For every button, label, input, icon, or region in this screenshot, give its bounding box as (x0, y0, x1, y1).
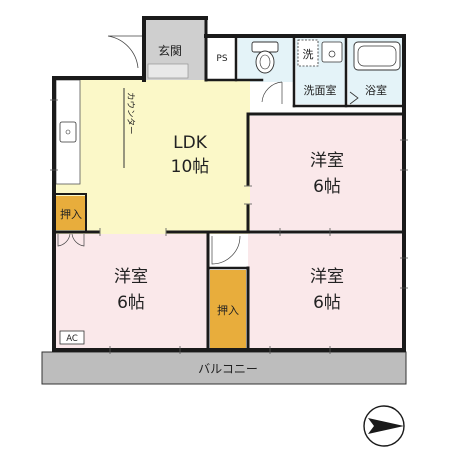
north-arrow-icon (363, 405, 405, 447)
sink-icon (321, 41, 343, 63)
ac-unit (59, 330, 85, 345)
closet-left (56, 196, 86, 230)
bath-door-icon (349, 91, 359, 105)
entrance-step (147, 63, 189, 79)
western-left-name: 洋室 (114, 267, 148, 287)
bathtub-icon (353, 41, 401, 71)
ldk-area (56, 80, 250, 234)
western-right-name: 洋室 (310, 267, 344, 287)
balcony-label: バルコニー (198, 362, 258, 376)
ldk-size: 10帖 (171, 157, 210, 177)
door-ticks (50, 99, 408, 354)
entrance-label: 玄関 (158, 43, 182, 58)
washer-pan (297, 39, 319, 67)
washer-label: 洗 (303, 48, 314, 61)
western-top-name: 洋室 (310, 151, 344, 171)
toilet-icon (251, 41, 279, 74)
western-room-right (248, 234, 404, 348)
balcony-area (41, 351, 407, 385)
toilet-door-swing-icon (261, 81, 283, 104)
closet-center (210, 270, 246, 348)
ac-label: AC (66, 334, 78, 344)
washroom-label: 洗面室 (304, 83, 337, 97)
closet-left-label: 押入 (60, 207, 82, 221)
ldk-name: LDK (173, 133, 208, 153)
western-room-left (56, 234, 208, 348)
western-top-size: 6帖 (313, 177, 341, 197)
western-left-size: 6帖 (117, 293, 145, 313)
entrance-door-swing-icon (107, 35, 144, 69)
ps-area (208, 36, 236, 76)
western-right-size: 6帖 (313, 293, 341, 313)
kitchen-sink-icon (59, 121, 77, 143)
closet-door-swing-icon (57, 233, 85, 247)
closet-center-label: 押入 (217, 303, 239, 317)
ps-label: PS (216, 54, 227, 64)
counter-label: カウンター (125, 92, 135, 135)
bathroom-label: 浴室 (365, 83, 387, 97)
walls (52, 16, 406, 352)
kitchen-drain-icon (65, 129, 71, 135)
hall-door-swing-icon (211, 235, 241, 265)
western-room-top (250, 116, 404, 230)
